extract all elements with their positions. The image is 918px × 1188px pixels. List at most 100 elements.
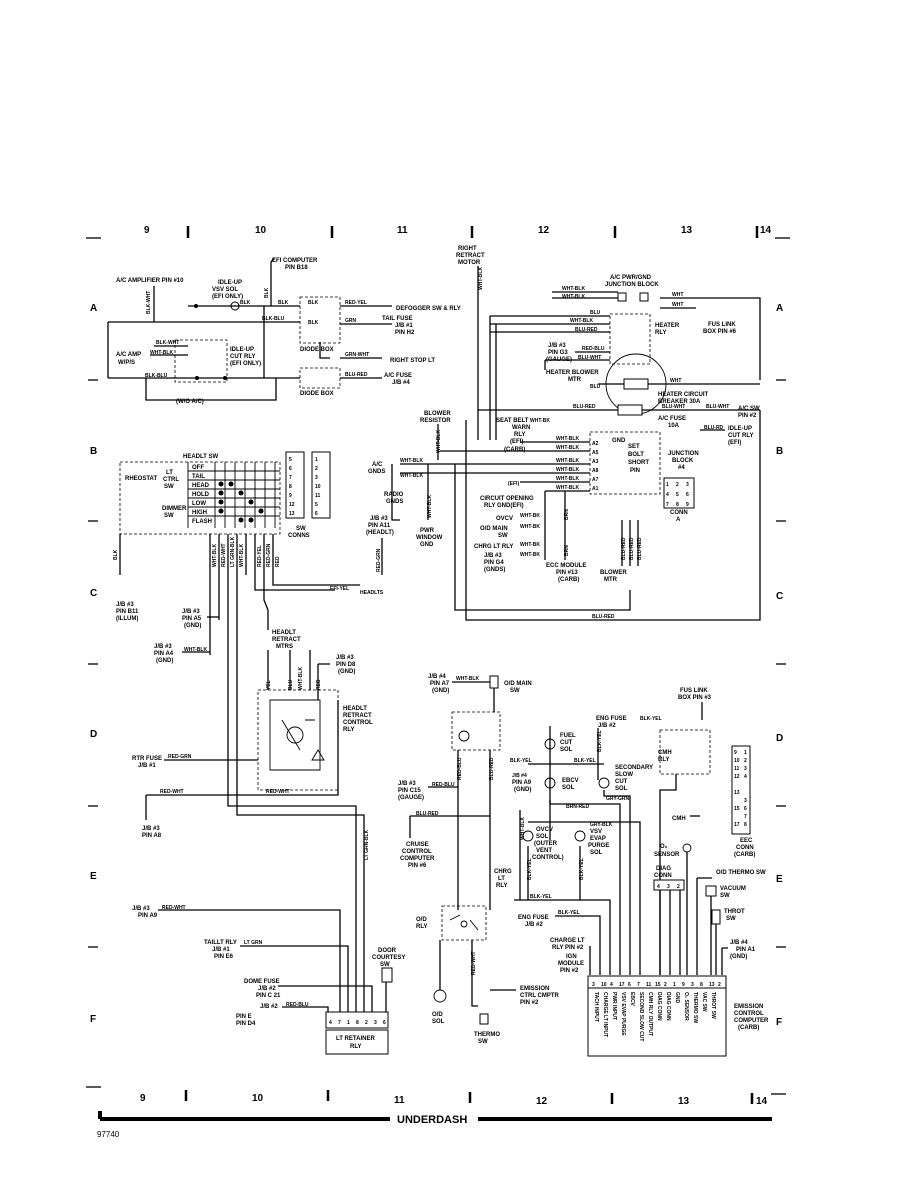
wire-brn-2: BRN [564,545,570,556]
label-lt-2: LT [498,876,505,882]
wire-blk-blu-1: BLK-BLU [262,316,285,322]
bottom-grid: 9 10 11 12 13 14 UNDERDASH 97740 [86,1086,786,1139]
label-jb2-c: J/B #2 [525,922,543,928]
svg-text:A8: A8 [592,468,599,474]
label-rly-6: RLY [350,1044,361,1050]
junction-block-4 [589,431,661,495]
label-thermo: THERMO [474,1032,500,1038]
svg-text:9: 9 [686,502,689,508]
label-pin-e6: PIN E6 [214,954,234,960]
label-mtr: MTR [568,377,582,383]
label-pin-a4: PIN A4 [154,651,174,657]
label-pin-d8: PIN D8 [336,662,356,668]
label-cmh: CMH [658,750,672,756]
label-ac-amp: A/C AMP [116,352,141,358]
svg-text:A7: A7 [592,477,599,483]
svg-text:WHT-BK: WHT-BK [520,524,540,530]
headlt-sw-rows: OFF TAIL HEAD HOLD LOW HIGH FLASH [192,465,212,525]
label-right-stop: RIGHT STOP LT [390,358,435,364]
label-headlts: HEADLTS [360,590,384,596]
label-conns: CONNS [288,533,310,539]
row-e-right: E [776,874,783,885]
lt-retainer-connector [325,1011,389,1029]
row-hold: HOLD [192,492,210,498]
emission-pin-4: 17 [619,982,625,988]
svg-text:WHT-BLK: WHT-BLK [184,647,207,653]
label-ac: A/C [372,462,383,468]
label-pin-a7: PIN A7 [430,681,450,687]
emission-pin-8: 15 [655,982,661,988]
label-gnd-6: (GND) [514,787,531,793]
svg-text:10: 10 [315,484,321,490]
svg-text:4: 4 [329,1020,332,1026]
wire-grn-1: GRN [345,318,357,324]
svg-text:1: 1 [347,1020,350,1026]
wire-blk-3: BLK [264,287,270,298]
svg-text:7: 7 [744,814,747,820]
label-od: O/D [416,917,427,923]
svg-text:8: 8 [289,484,292,490]
label-set: SET [628,444,640,450]
label-taillt-rly: TAILLT RLY [204,940,237,946]
svg-text:LT GRN-BLK: LT GRN-BLK [364,829,370,860]
label-pin-c15: PIN C15 [398,788,421,794]
wire-wht-blk-6: WHT-BLK [212,544,218,567]
emission-pin-label-13: VAC SW [701,992,707,1012]
row-d-right: D [776,733,783,744]
emission-pin-label-8: DIAG CONN [656,992,662,1021]
svg-text:11: 11 [734,766,740,772]
svg-text:BLK-YEL: BLK-YEL [530,894,552,900]
svg-text:6: 6 [383,1020,386,1026]
label-o2: O₂ [660,844,668,850]
svg-text:BLU: BLU [288,679,294,690]
wire-blu-red-1: BLU-RED [345,372,368,378]
label-gnds: GNDS [368,469,385,475]
svg-text:WHT-BK: WHT-BK [520,513,540,519]
svg-text:4: 4 [657,884,660,890]
label-jb3-a4: J/B #3 [154,644,172,650]
label-jb3-a9: J/B #3 [132,906,150,912]
label-gnd-7: (GND) [730,954,747,960]
label-sol: SOL [432,1019,445,1025]
label-dimmer: DIMMER [162,506,187,512]
wire-wht-blk-3: WHT-BLK [562,286,585,292]
label-heater-blower: HEATER BLOWER [546,370,599,376]
row-b-left: B [90,446,97,457]
label-sensor: SENSOR [654,852,680,858]
label-conn-2: CONN [736,845,754,851]
label-sol-2: SOL [560,747,573,753]
col-14-top: 14 [760,225,772,236]
label-short: SHORT [628,460,649,466]
svg-text:7: 7 [666,502,669,508]
svg-text:WHT-BLK: WHT-BLK [556,445,579,451]
label-junction-block: JUNCTION BLOCK [605,282,659,288]
label-ovcv-2: OVCV [536,827,553,833]
row-flash: FLASH [192,519,212,525]
wire-blk-4: BLK [308,300,319,306]
label-pin-e: PIN E [236,1014,252,1020]
label-carb-4: (CARB) [738,1025,759,1031]
label-computer: COMPUTER [400,856,435,862]
emission-pin-3: 4 [610,982,613,988]
wire-blk-blu-2: BLK-BLU [145,373,168,379]
label-jb3-c15: J/B #3 [398,781,416,787]
label-diag: DIAG [656,866,671,872]
label-pin: PIN [630,468,640,474]
label-ac-sw: A/C SW [738,406,760,412]
label-cmh-2: CMH [672,816,686,822]
wire-grn-wht: GRN-WHT [345,352,369,358]
svg-text:BLU-RED: BLU-RED [621,537,627,560]
label-sw-8: SW [380,962,390,968]
wire-red-blu-1: RED-BLU [582,346,605,352]
row-tail: TAIL [192,474,205,480]
label-vsv-sol: VSV SOL [212,287,238,293]
wire-blu-red-4: BLU-RED [592,614,615,620]
label-emission-2: EMISSION [734,1004,763,1010]
label-sw-1: SW [164,484,174,490]
svg-text:WHT-BLK: WHT-BLK [556,467,579,473]
emission-pin-label-7: CMH RLY OUTPUT [647,992,653,1036]
svg-text:3: 3 [744,798,747,804]
col-9-bottom: 9 [140,1093,146,1104]
wire-blk-wht-2: BLK-WHT [156,340,179,346]
label-slow: SLOW [615,772,633,778]
